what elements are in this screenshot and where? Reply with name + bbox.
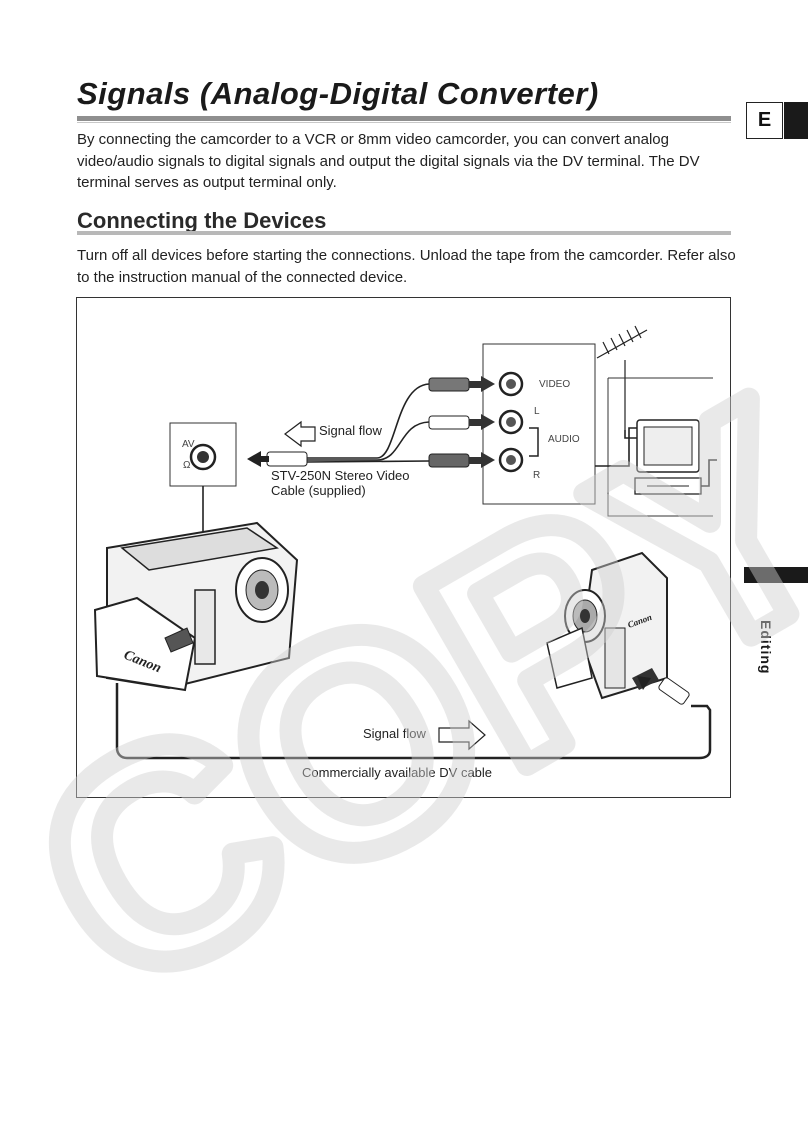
side-tab-bar [744, 567, 808, 583]
signal-flow-bottom-label: Signal flow [363, 726, 426, 741]
right-camcorder-icon [546, 551, 668, 700]
video-jack [498, 371, 524, 397]
right-label: R [533, 470, 541, 481]
av-cable [306, 383, 430, 463]
language-tab-marker [784, 102, 808, 139]
antenna-icon [596, 325, 648, 430]
av-cable-plug [247, 451, 308, 467]
audio-bracket [529, 427, 539, 457]
connection-illustration: Canon Canon [93, 325, 717, 760]
left-camcorder-icon [93, 521, 299, 692]
tv-icon [634, 419, 702, 495]
av-label: AV [182, 439, 195, 450]
signal-flow-right-arrow [438, 719, 486, 751]
section-rule [77, 231, 731, 235]
language-tab: E [746, 102, 783, 139]
video-plug [428, 376, 495, 392]
page-title: Signals (Analog-Digital Converter) [77, 76, 599, 111]
audio-right-plug [428, 452, 495, 468]
video-label: VIDEO [539, 379, 571, 390]
intro-paragraph: By connecting the camcorder to a VCR or … [77, 131, 700, 191]
cable-name-label: STV-250N Stereo Video Cable (supplied) [271, 468, 410, 498]
dv-cable-label: Commercially available DV cable [302, 765, 493, 780]
audio-label: AUDIO [548, 434, 580, 445]
audio-right-jack [498, 447, 524, 473]
dv-cable [115, 683, 712, 760]
signal-flow-top-label: Signal flow [319, 423, 382, 438]
left-label: L [534, 406, 540, 417]
side-tab-label: Editing [758, 620, 774, 675]
section-paragraph: Turn off all devices before starting the… [77, 247, 736, 286]
connection-diagram: Canon Canon AV Ω VIDEO L AUDIO R Signal … [76, 297, 731, 798]
tv-area-frame [607, 378, 713, 517]
audio-left-plug [428, 414, 495, 430]
headphone-symbol: Ω [183, 460, 191, 471]
dv-plug-right [637, 676, 690, 705]
audio-left-jack [498, 409, 524, 435]
title-rule [77, 116, 731, 121]
signal-flow-left-arrow [284, 420, 316, 448]
section-heading: Connecting the Devices [77, 208, 327, 233]
title-rule-thin [77, 122, 731, 123]
